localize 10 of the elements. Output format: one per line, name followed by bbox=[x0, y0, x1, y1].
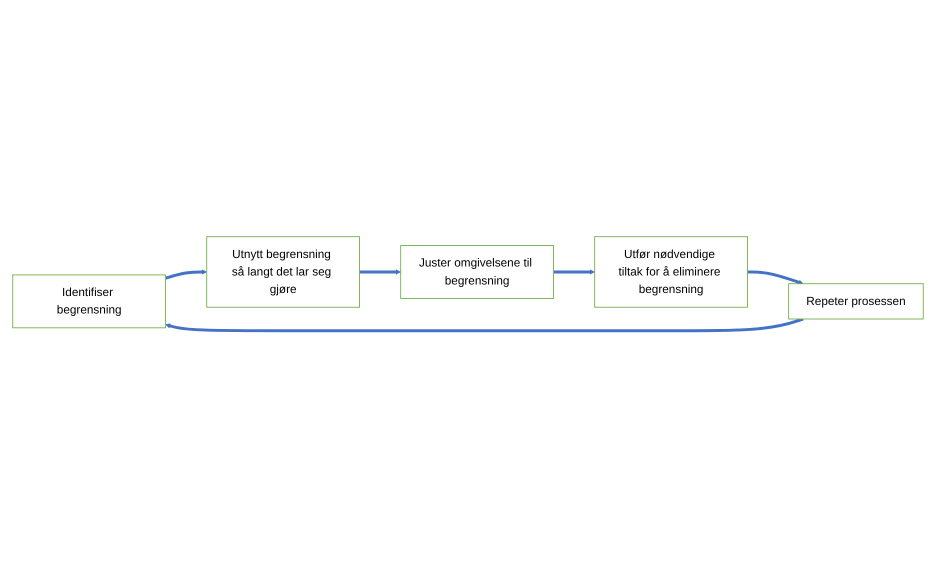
node-box: Identifiser begrensning bbox=[12, 274, 166, 329]
arrow bbox=[360, 270, 401, 275]
arrow bbox=[165, 270, 207, 280]
arrow bbox=[165, 318, 804, 332]
node-box: Utnytt begrensning så langt det lar seg gjøre bbox=[206, 236, 360, 308]
node-box: Repeter prosessen bbox=[788, 284, 924, 320]
arrow bbox=[748, 270, 804, 285]
node-box: Juster omgivelsene til begrensning bbox=[400, 245, 554, 300]
node-box: Utfør nødvendige tiltak for å eliminere begrensning bbox=[594, 236, 748, 308]
arrow bbox=[554, 270, 595, 275]
